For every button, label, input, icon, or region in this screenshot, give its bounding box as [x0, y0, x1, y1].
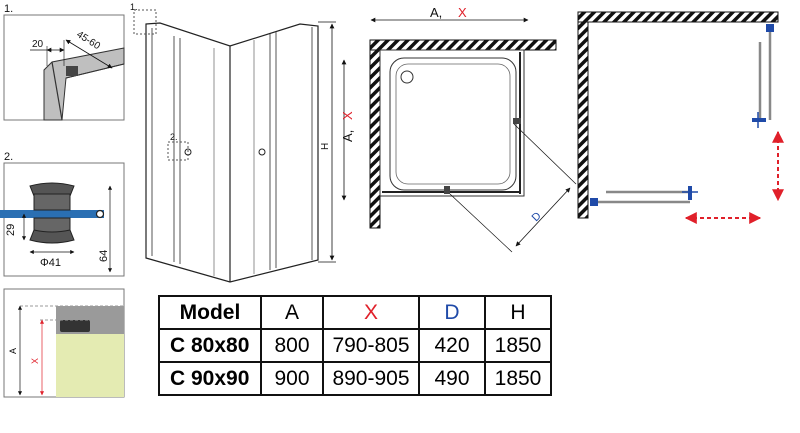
plan-label-d: D [530, 210, 544, 224]
header-h: H [484, 295, 552, 330]
detail-1-number: 1. [4, 3, 13, 15]
adj-wall-left [577, 21, 589, 219]
drain-icon [400, 70, 414, 84]
cell-a: 800 [260, 328, 324, 363]
callout-box-2 [167, 141, 189, 161]
plan-label-x: X [458, 5, 467, 20]
dim-diameter-label: Φ41 [40, 257, 61, 269]
detail-3-label-x: X [30, 358, 40, 364]
header-model: Model [158, 295, 262, 330]
door-knob-right [258, 148, 266, 156]
profile-top-icon [766, 24, 774, 32]
cell-model: C 90x90 [158, 361, 262, 396]
header-a: A [260, 295, 324, 330]
table-header-row: Model A X D H [158, 295, 552, 330]
corner-profile [66, 66, 78, 76]
diagonal-dimension [515, 187, 571, 247]
front-view: 1. 2. H A, X [130, 2, 355, 283]
wall-top [369, 39, 557, 51]
detail-1: 1. 20 45-60 [3, 3, 125, 121]
dim-29-label: 29 [5, 224, 17, 236]
header-x: X [322, 295, 420, 330]
detail-3: A X [3, 288, 125, 398]
table-row: C 90x90 900 890-905 490 1850 [158, 361, 552, 396]
dim-64-label: 64 [98, 250, 110, 262]
callout-2-label: 2. [170, 132, 178, 142]
cell-h: 1850 [484, 328, 552, 363]
tray-section [56, 334, 124, 397]
wall-left [369, 49, 381, 229]
cell-x: 890-905 [322, 361, 420, 396]
plan-label-a: A, [430, 5, 442, 20]
header-d: D [418, 295, 486, 330]
cell-a: 900 [260, 361, 324, 396]
adjustment-view [577, 11, 784, 224]
cell-d: 420 [418, 328, 486, 363]
steel-rod [0, 210, 104, 218]
detail-2-number: 2. [4, 151, 13, 163]
cell-model: C 80x80 [158, 328, 262, 363]
side-label-x: X [340, 111, 355, 120]
table-row: C 80x80 800 790-805 420 1850 [158, 328, 552, 363]
plan-view: A, X D [369, 5, 577, 253]
spec-table: Model A X D H C 80x80 800 790-805 420 18… [158, 295, 552, 396]
adj-wall-top [577, 11, 779, 23]
callout-box-1 [133, 9, 157, 35]
cell-h: 1850 [484, 361, 552, 396]
cell-d: 490 [418, 361, 486, 396]
side-label-a: A, [340, 130, 355, 142]
cell-x: 790-805 [322, 328, 420, 363]
detail-3-label-a: A [8, 348, 18, 354]
callout-1-label: 1. [130, 2, 138, 12]
dim-20-label: 20 [32, 39, 44, 50]
label-h: H [320, 143, 331, 150]
detail-2: 2. 29 64 Φ41 [0, 151, 125, 277]
profile-left-icon [590, 198, 598, 206]
